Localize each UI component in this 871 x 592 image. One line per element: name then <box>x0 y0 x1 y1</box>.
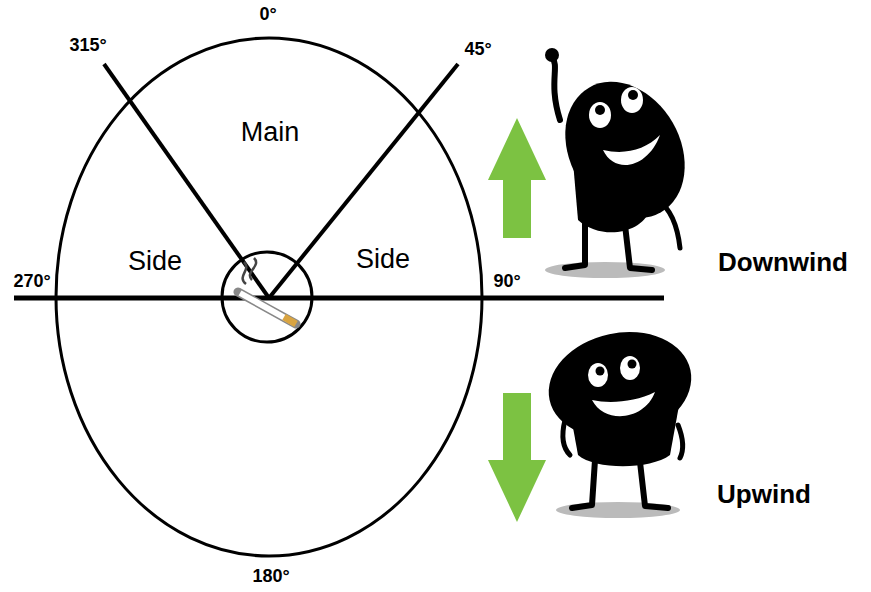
angle-label: 90° <box>493 272 520 292</box>
axis-line <box>14 296 664 301</box>
angle-label: 45° <box>464 40 491 60</box>
zone-label: Main <box>241 118 300 148</box>
sector-line <box>104 64 269 298</box>
upwind-figure <box>539 319 701 518</box>
wind-label: Downwind <box>718 248 848 277</box>
downward-arrow <box>488 393 546 522</box>
source-circle <box>222 252 312 342</box>
angle-label: 315° <box>69 36 106 56</box>
zone-label: Side <box>128 247 182 277</box>
cigarette-icon <box>238 258 296 324</box>
angle-label: 180° <box>252 567 289 587</box>
angle-label: 270° <box>13 272 50 292</box>
angle-label: 0° <box>259 5 276 25</box>
zone-label: Side <box>356 245 410 275</box>
upward-arrow <box>488 118 546 238</box>
downwind-figure <box>541 48 708 278</box>
wind-label: Upwind <box>717 480 811 509</box>
